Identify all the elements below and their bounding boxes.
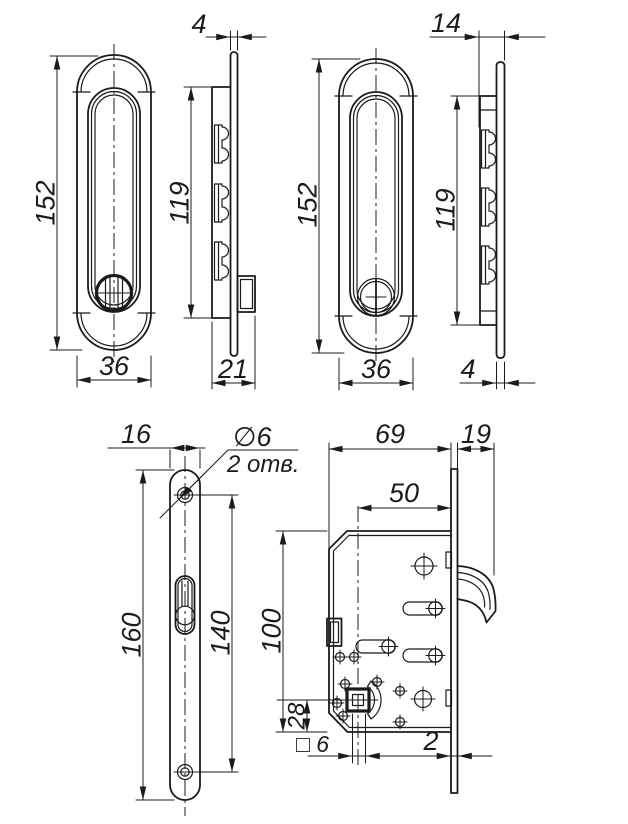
slot-release-knob [356,277,396,317]
mount-clips [480,129,497,285]
handle-front-right-view: 152 36 [293,48,418,391]
dim-width-36: 36 [76,351,152,388]
cup-profile [211,86,232,319]
crescent-slot [366,680,382,720]
recess-floor-outline [94,94,134,306]
cap-inner-arc-bottom [342,315,410,350]
dim-cup-height-119: 119 [431,95,481,326]
slot-with-screw [402,598,446,619]
dim-label: 160 [117,612,147,657]
adjust-slots [355,598,446,666]
mount-clips [213,124,230,281]
dim-label: 14 [431,8,461,38]
dim-case-height-100: 100 [257,530,328,733]
latch-slot [174,575,196,635]
case-outline [328,530,452,733]
slot-with-screw [402,645,446,666]
dim-hole-spacing-140: 140 [193,494,239,773]
handle-body-outline [338,58,414,354]
faceplate [445,468,459,794]
dim-total-depth-21: 21 [211,315,256,390]
cap-inner-arc-bottom [80,312,148,347]
plate-outline [169,469,201,801]
dim-label: 152 [31,180,61,225]
recess-wall-outline [90,90,138,310]
dim-front-thickness-4: 4 [191,9,267,51]
spindle-hole [345,687,371,713]
cap-junction-ticks [72,91,156,314]
cap-inner-arc-top [80,58,148,93]
dim-hook-reach-19: 19 [457,419,495,576]
dim-height-152: 152 [293,58,361,354]
faceplate-notch-top [445,551,453,569]
dim-label: 16 [121,419,152,449]
large-hole-bottom [410,686,436,712]
faceplate-notch-bottom [445,689,453,707]
dim-label: 21 [217,354,248,384]
dim-label: 152 [293,182,323,227]
dim-label: 36 [361,354,392,384]
dim-total-depth-14: 14 [429,8,546,128]
dim-case-width-69: 69 [328,419,458,553]
cup-profile [479,95,498,326]
flange-profile [495,61,506,359]
dim-label: 69 [375,419,405,449]
lock-case-view: 69 19 50 100 28 □ 6 [257,419,497,794]
dim-label: 2 [422,726,438,756]
dim-length-160: 160 [117,469,175,801]
small-screw-holes [329,649,408,730]
large-hole-top [410,552,438,580]
dim-label: 140 [206,610,236,655]
handle-body-outline [76,54,152,351]
dim-label: 100 [257,608,287,653]
dim-label: 119 [431,188,461,231]
dim-label: 119 [165,181,195,224]
thumbturn-side-block [236,275,256,313]
dim-label: 28 [284,702,311,730]
handle-side-left-view: 4 119 21 [165,9,267,390]
callout-diameter-label: ∅6 [233,422,273,452]
dim-faceplate-thickness-2: 2 [407,726,493,760]
hook-bolt [456,565,497,624]
slot-with-screw [355,636,399,657]
cap-junction-ticks [334,95,418,317]
cap-inner-arc-top [342,62,410,97]
dim-spindle-square-6: □ 6 [296,713,411,764]
dim-spindle-offset-28: 28 [284,699,311,733]
dim-label: 4 [460,354,475,384]
screw-hole-bottom [173,763,197,781]
dim-width-36: 36 [338,354,414,391]
dim-cup-height-119: 119 [165,86,213,319]
strike-plate-view: 16 ∅6 2 отв. 160 140 [107,419,300,816]
callout-holes-label: 2 отв. [226,451,300,478]
dim-backset-50: 50 [357,478,452,512]
dim-label: □ 6 [296,731,329,757]
handle-front-left-view: 152 36 [31,44,156,388]
dim-label: 19 [461,419,491,449]
handle-side-right-view: 14 119 4 [429,8,546,390]
dim-label: 36 [99,351,130,381]
dim-label: 4 [191,9,206,39]
dim-label: 50 [389,478,419,508]
flange-profile [229,51,239,357]
dim-width-16: 16 [107,419,206,469]
hole-callout: ∅6 2 отв. [159,422,300,519]
dim-front-thickness-4: 4 [459,354,536,390]
dim-height-152: 152 [31,55,99,351]
side-tab [326,617,343,647]
